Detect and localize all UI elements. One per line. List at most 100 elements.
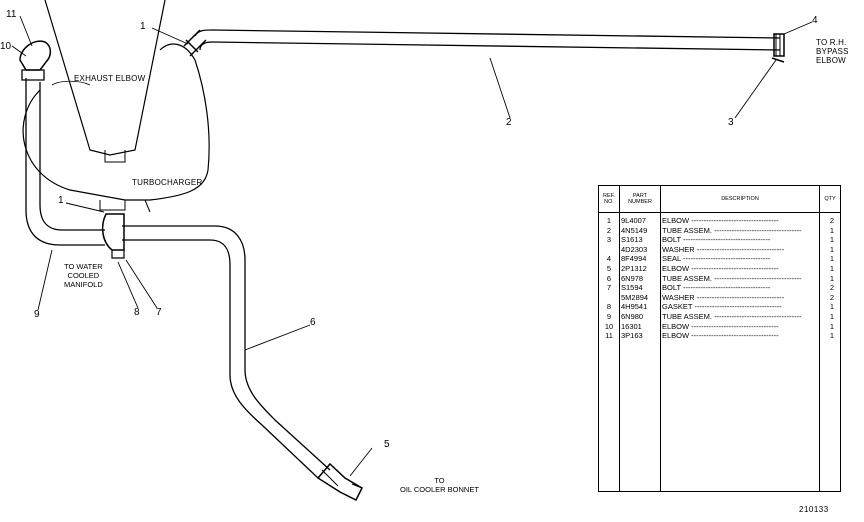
description-cell: ELBOW <box>662 331 812 341</box>
part-number-cell: 3P163 <box>621 331 643 341</box>
label-to-water-manifold: TO WATER COOLED MANIFOLD <box>64 262 103 289</box>
qty-cell: 1 <box>829 244 835 254</box>
turbocharger-housing <box>22 43 210 201</box>
table-row: 5M2894 WASHER 2 <box>599 293 840 303</box>
col-divider <box>660 186 661 491</box>
description-cell: GASKET <box>662 302 812 312</box>
callout-7: 7 <box>156 307 162 318</box>
description-cell: BOLT <box>662 235 812 245</box>
description-cell: WASHER <box>662 293 812 303</box>
callout-8: 8 <box>134 307 140 318</box>
table-row: 10 16301 ELBOW 1 <box>599 322 840 332</box>
table-row: 2 4N5149 TUBE ASSEM. 1 <box>599 226 840 236</box>
header-qty: QTY <box>824 196 836 202</box>
header-ref-no: REF. NO. <box>603 193 615 205</box>
qty-cell: 2 <box>829 283 835 293</box>
description-cell: ELBOW <box>662 216 812 226</box>
table-row: 5 2P1312 ELBOW 1 <box>599 264 840 274</box>
table-header: REF. NO. PART NUMBER DESCRIPTION QTY <box>599 186 840 213</box>
qty-cell: 1 <box>829 264 835 273</box>
ref-no-cell: 8 <box>606 302 612 312</box>
ref-no-cell: 7 <box>606 283 612 293</box>
drawing-number: 210133 <box>799 505 829 514</box>
callout-5: 5 <box>384 439 390 450</box>
callout-9: 9 <box>34 309 40 320</box>
qty-cell: 1 <box>829 331 835 341</box>
tube-2 <box>194 29 781 51</box>
callout-2: 2 <box>506 117 512 128</box>
description-cell: TUBE ASSEM. <box>662 226 812 236</box>
ref-no-cell: 10 <box>604 321 614 331</box>
table-row: 3 S1613 BOLT 1 <box>599 235 840 245</box>
label-turbocharger: TURBOCHARGER <box>132 178 203 187</box>
ref-no-cell: 4 <box>606 254 612 264</box>
tube-6 <box>122 225 331 479</box>
label-exhaust-elbow: EXHAUST ELBOW <box>74 74 146 83</box>
ref-no-cell: 11 <box>605 331 613 341</box>
part-number-cell: 4H9541 <box>621 302 648 312</box>
table-row: 11 3P163 ELBOW 1 <box>599 331 840 341</box>
ref-no-cell: 1 <box>606 216 612 225</box>
elbow-1-lower <box>101 213 125 251</box>
table-row: 1 9L4007 ELBOW 2 <box>599 216 840 226</box>
callout-1-top: 1 <box>140 21 146 32</box>
qty-cell: 1 <box>829 312 835 321</box>
part-number-cell: 8F4994 <box>621 254 647 264</box>
description-cell: BOLT <box>662 283 812 293</box>
qty-cell: 2 <box>829 292 835 302</box>
ref-no-cell: 2 <box>606 225 612 235</box>
ref-no-cell: 3 <box>606 235 612 245</box>
callout-11: 11 <box>6 9 17 20</box>
tube-9 <box>25 78 105 246</box>
callout-1-lower: 1 <box>58 195 64 206</box>
table-row: 8 4H9541 GASKET 1 <box>599 302 840 312</box>
callout-6: 6 <box>310 317 316 328</box>
ref-no-cell: 9 <box>606 312 612 321</box>
part-number-cell: 6N978 <box>621 273 644 283</box>
part-number-cell: 16301 <box>621 321 642 331</box>
label-to-oil-cooler: TO OIL COOLER BONNET <box>400 476 479 494</box>
description-cell: WASHER <box>662 245 812 255</box>
qty-cell: 1 <box>829 235 835 245</box>
part-number-cell: 4N5149 <box>621 225 648 235</box>
qty-cell: 1 <box>829 321 835 331</box>
part-number-cell: 4D2303 <box>621 244 648 254</box>
description-cell: TUBE ASSEM. <box>662 312 812 322</box>
description-cell: ELBOW <box>662 322 812 332</box>
parts-list-table: REF. NO. PART NUMBER DESCRIPTION QTY 1 9L… <box>598 185 841 492</box>
part-number-cell: 6N980 <box>621 312 644 321</box>
elbow-10 <box>19 40 52 71</box>
callout-10: 10 <box>0 41 12 52</box>
part-number-cell: S1613 <box>621 235 643 245</box>
part-number-cell: 2P1312 <box>621 264 647 273</box>
description-cell: ELBOW <box>662 264 812 274</box>
table-row: 9 6N980 TUBE ASSEM. 1 <box>599 312 840 322</box>
table-row: 4 8F4994 SEAL 1 <box>599 254 840 264</box>
qty-cell: 1 <box>829 225 835 235</box>
table-row: 4D2303 WASHER 1 <box>599 245 840 255</box>
table-row: 6 6N978 TUBE ASSEM. 1 <box>599 274 840 284</box>
header-description: DESCRIPTION <box>721 196 759 202</box>
elbow-1-top <box>183 29 207 57</box>
exhaust-elbow-outline <box>44 0 166 156</box>
seal-4 <box>773 33 785 57</box>
qty-cell: 1 <box>829 273 835 283</box>
ref-no-cell: 6 <box>606 273 612 283</box>
col-divider <box>819 186 820 491</box>
ref-no-cell: 5 <box>606 264 612 273</box>
label-to-rh-bypass: TO R.H. BYPASS ELBOW <box>816 38 849 65</box>
qty-cell: 2 <box>829 216 835 225</box>
qty-cell: 1 <box>829 302 835 312</box>
part-number-cell: 5M2894 <box>621 292 649 302</box>
description-cell: SEAL <box>662 254 812 264</box>
table-row: 7 S1594 BOLT 2 <box>599 283 840 293</box>
description-cell: TUBE ASSEM. <box>662 274 812 284</box>
header-part-number: PART NUMBER <box>628 193 652 205</box>
callout-4: 4 <box>812 15 818 26</box>
callout-3: 3 <box>728 117 734 128</box>
part-number-cell: 9L4007 <box>621 216 647 225</box>
col-divider <box>619 186 620 491</box>
part-number-cell: S1594 <box>621 283 643 293</box>
qty-cell: 1 <box>829 254 835 264</box>
